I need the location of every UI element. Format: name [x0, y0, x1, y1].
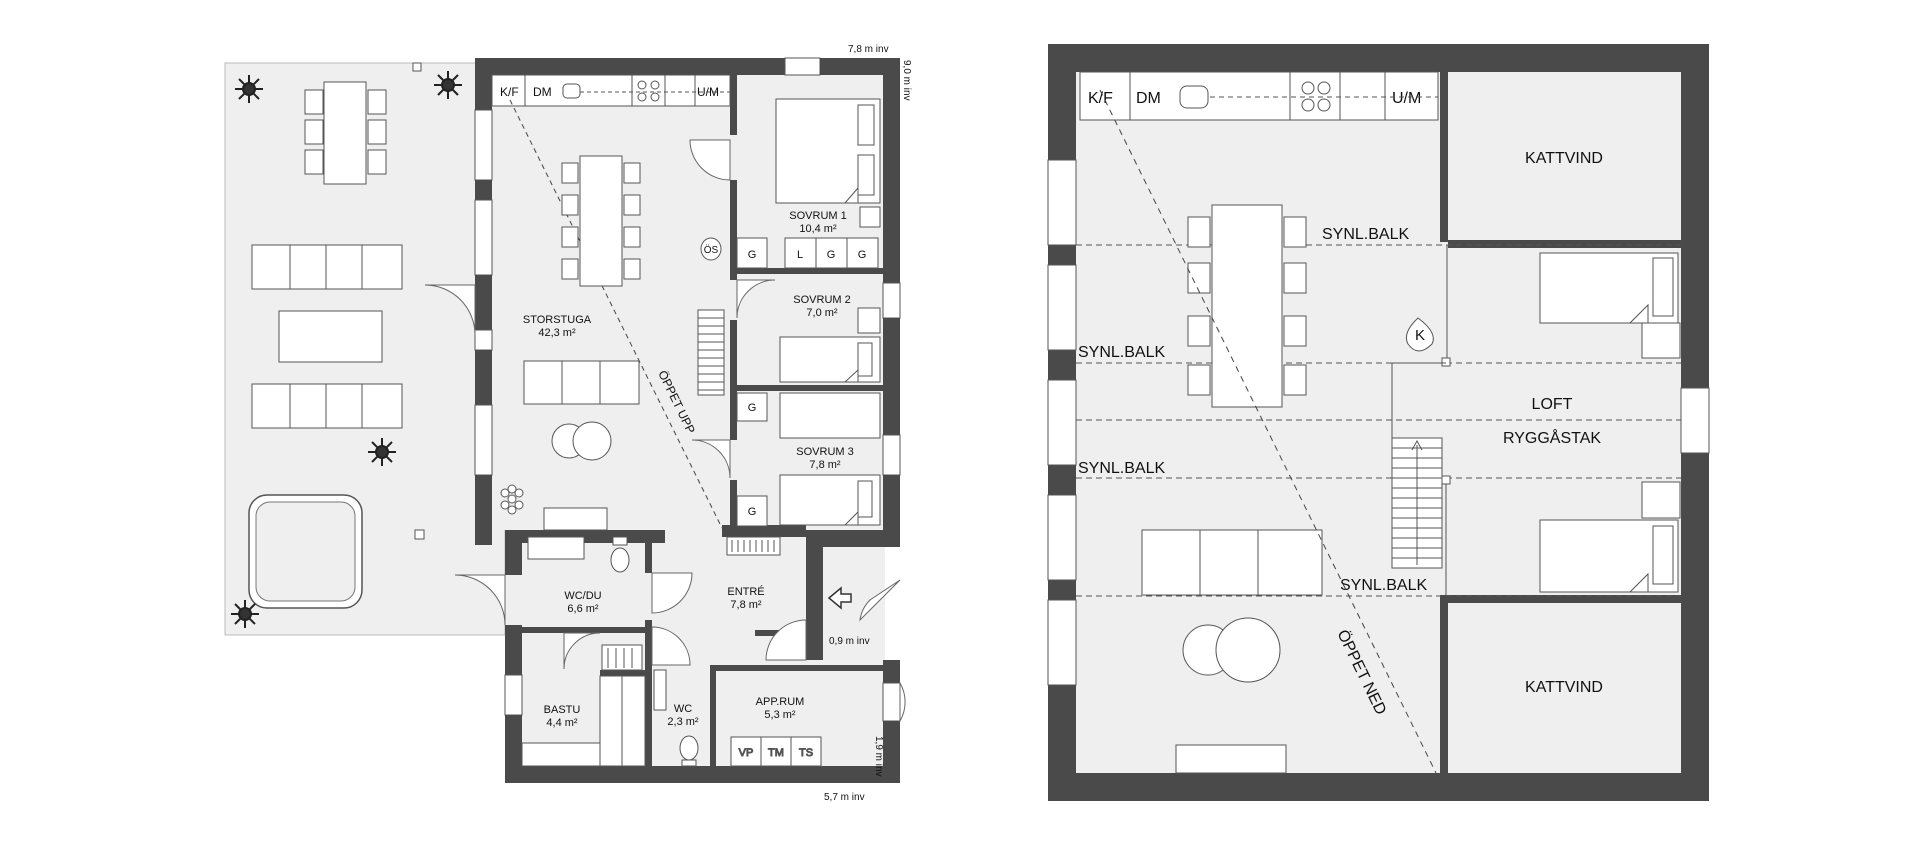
wcdu-area: 6,6 m²: [567, 603, 599, 615]
open-below-line: [1099, 89, 1437, 774]
loft-label: LOFT: [1532, 396, 1573, 413]
upper-kitchen-counter: K/F DM U/M: [1079, 71, 1439, 121]
upper-media-bench: [1175, 744, 1287, 774]
heat-pump-os: ÖS: [700, 237, 722, 261]
sovrum3-area: 7,8 m²: [809, 459, 841, 471]
dim-bottom: 5,7 m inv: [824, 792, 865, 803]
wardrobe-g-label-4: G: [748, 402, 757, 414]
upper-kitchen-dm-label: DM: [1136, 90, 1161, 107]
wardrobe-g-label-3: G: [858, 249, 867, 261]
dim-right-bottom: 1,9 m inv: [873, 736, 884, 777]
kattvind-top-label: KATTVIND: [1525, 150, 1603, 167]
bastu-area: 4,4 m²: [546, 717, 578, 729]
sovrum2-area: 7,0 m²: [806, 307, 838, 319]
ground-floor-plan: K/F DM U/M ÖPPET UPP: [224, 44, 912, 803]
apprum-name: APP.RUM: [756, 696, 805, 708]
sovrum1-name: SOVRUM 1: [789, 210, 846, 222]
bedroom-1-bed: [775, 98, 881, 228]
wc-name: WC: [674, 703, 692, 715]
kitchen-dm-label: DM: [533, 85, 552, 99]
kitchen-counter: K/F DM U/M: [491, 74, 731, 107]
upper-floor-plan: KATTVIND KATTVIND K/F DM U/M SYNL.BALK S: [1047, 44, 1710, 801]
doors: [424, 139, 906, 723]
fireplace: [543, 507, 608, 531]
exterior-walls: [474, 57, 901, 783]
storstuga-name: STORSTUGA: [523, 314, 592, 326]
dimension-labels: 7,8 m inv 9,0 m inv 0,9 m inv 1,9 m inv …: [824, 44, 912, 803]
upper-dining-table: [1187, 204, 1307, 408]
sovrum3-name: SOVRUM 3: [796, 446, 853, 458]
laundry-appliances: VP TM TS: [730, 736, 822, 767]
upper-kitchen-kf-label: K/F: [1088, 90, 1113, 107]
wcdu-fixtures: [527, 536, 643, 671]
outdoor-table: [278, 310, 383, 363]
plant-icon: [231, 71, 462, 628]
ryggastak-label: RYGGÅSTAK: [1503, 428, 1601, 447]
appliance-vp-label: VP: [739, 747, 754, 759]
entre-name: ENTRÉ: [727, 585, 764, 598]
kitchen-kf-label: K/F: [500, 85, 519, 99]
kattvind-top-room: [1448, 72, 1681, 242]
wardrobe-l-label: L: [797, 249, 803, 261]
indoor-plant-icon: [500, 484, 524, 515]
apprum-area: 5,3 m²: [764, 709, 796, 721]
synl-balk-label-4: SYNL.BALK: [1340, 577, 1427, 594]
outdoor-sofa-bottom: [251, 383, 403, 429]
upper-sofa: [1141, 529, 1323, 596]
appliance-ts-label: TS: [799, 747, 813, 759]
outdoor-dining-table: [304, 81, 387, 185]
bedroom-2-bunk: [779, 307, 881, 383]
wc-fixtures: [653, 669, 699, 767]
upper-kitchen-um-label: U/M: [1392, 90, 1421, 107]
open-above-line: [509, 99, 723, 529]
hall-bench: [726, 536, 781, 556]
dim-right-top: 9,0 m inv: [901, 60, 912, 101]
hot-tub: [248, 494, 363, 609]
stairs: [697, 309, 725, 396]
bedroom-3-beds: [779, 392, 881, 526]
bastu-name: BASTU: [544, 704, 581, 716]
ground-room-labels: STORSTUGA 42,3 m² SOVRUM 1 10,4 m² SOVRU…: [523, 210, 854, 729]
synl-balk-label-2: SYNL.BALK: [1078, 344, 1165, 361]
entrance-arrow-icon: [827, 586, 852, 610]
sovrum1-area: 10,4 m²: [799, 223, 837, 235]
wardrobe-g-label-2: G: [827, 249, 836, 261]
living-sofa: [523, 360, 640, 405]
synl-balk-label-1: SYNL.BALK: [1322, 226, 1409, 243]
stove-k: K: [1405, 317, 1434, 352]
upper-stairs: [1391, 437, 1443, 569]
svg-text:ÖS: ÖS: [704, 244, 719, 256]
bedroom-1-wardrobes: G L G G: [736, 237, 879, 269]
upper-bed-top: [1539, 252, 1681, 359]
synl-balk-label-3: SYNL.BALK: [1078, 460, 1165, 477]
beam-lines: [1076, 244, 1681, 597]
dining-table: [561, 155, 641, 287]
entre-area: 7,8 m²: [730, 599, 762, 611]
bedroom-3-wardrobes: G G: [736, 392, 768, 527]
wardrobe-g-label: G: [748, 249, 757, 261]
sovrum2-name: SOVRUM 2: [793, 294, 850, 306]
dim-top: 7,8 m inv: [848, 44, 889, 55]
storstuga-area: 42,3 m²: [538, 327, 576, 339]
wcdu-name: WC/DU: [564, 590, 601, 602]
sauna-bench: [521, 675, 646, 767]
wardrobe-g-label-5: G: [748, 506, 757, 518]
dim-right-mid: 0,9 m inv: [829, 636, 870, 647]
outdoor-sofa-top: [251, 244, 403, 290]
kattvind-bottom-label: KATTVIND: [1525, 679, 1603, 696]
upper-bed-bottom: [1539, 481, 1681, 593]
svg-text:K: K: [1415, 327, 1425, 344]
synl-balk-labels: SYNL.BALK SYNL.BALK SYNL.BALK SYNL.BALK: [1078, 226, 1427, 594]
upper-windows: [1047, 159, 1710, 686]
wc-area: 2,3 m²: [667, 716, 699, 728]
appliance-tm-label: TM: [768, 747, 784, 759]
